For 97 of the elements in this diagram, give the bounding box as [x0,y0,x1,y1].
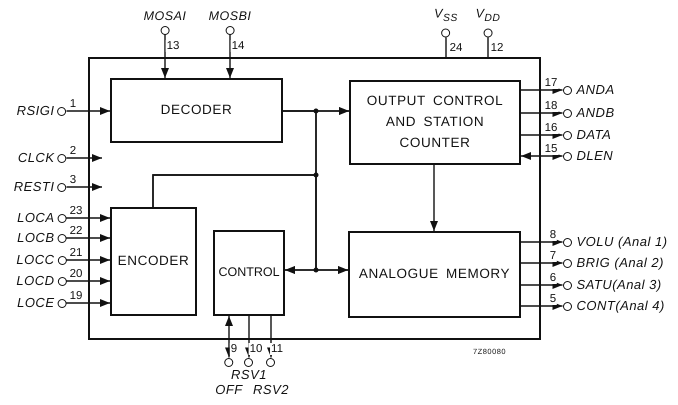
connector-arrow [66,154,102,162]
function-block [213,230,285,316]
block-label: DECODER [160,101,232,120]
connector-arrow [267,316,275,358]
pin-terminal [562,83,615,97]
pin-name: LOCC [16,253,54,267]
pin-number: 18 [544,100,558,112]
pin-number: 24 [448,42,464,54]
pin-terminal [14,180,66,194]
pin-name: VOLU (Anal 1) [576,235,668,249]
pin-terminal [17,211,66,225]
block-label: OUTPUT CONTROL AND STATION COUNTER [366,92,504,152]
pin-number: 1 [68,98,78,110]
pin-number: 10 [248,343,264,355]
pin-terminal [208,8,252,34]
pin-terminal [562,106,615,120]
connector-arrow [161,34,169,78]
pin-name: RESTI [14,180,54,194]
connector-arrow [521,238,562,246]
pin-number: 6 [548,272,558,284]
function-block [348,231,521,318]
connector-arrow [66,214,110,222]
pin-terminal [16,104,66,118]
pin-terminal [16,253,66,267]
chip-outline [88,57,541,340]
pin-name: CLCK [18,151,54,165]
block-label: CONTROL [218,264,280,282]
connector-arrow [521,302,562,310]
pin-name: ANDA [576,83,615,97]
pin-terminal [18,151,66,165]
pin-number: 17 [544,77,558,89]
pin-name: LOCA [17,211,54,225]
pin-number: 19 [68,290,84,302]
connector-arrow [66,277,110,285]
connector-arrow [66,234,110,242]
connector-arrow [226,34,234,78]
connector-arrow [225,316,233,358]
pin-name: MOSAI [144,8,186,22]
function-block [110,207,197,316]
pin-number: 11 [270,343,284,355]
pin-terminal [17,231,66,245]
pin-number: 15 [544,143,558,155]
pin-number: 5 [548,293,558,305]
connector-arrow [521,152,562,160]
pin-terminal [17,296,66,310]
pin-name: RSV2 [253,382,289,396]
pin-name: RSV1 [231,368,267,382]
function-block [349,80,521,165]
connector-arrow [521,109,562,117]
pin-terminal [16,274,66,288]
pin-terminal [144,8,186,34]
connector-arrow [66,299,110,307]
block-label: ENCODER [118,252,190,270]
pin-name: OFF [215,382,243,396]
pin-number: 16 [544,122,558,134]
pin-number: 21 [68,247,84,259]
pin-terminal [562,149,614,163]
pin-number: 23 [68,205,84,217]
connector-arrow [245,316,253,358]
pin-number: 13 [166,40,180,52]
function-block [110,78,283,143]
pin-number: 7 [548,250,558,262]
pin-number: 20 [68,268,84,280]
pin-name: LOCB [17,231,54,245]
pin-name: CONT(Anal 4) [576,299,665,313]
connector-arrow [521,281,562,289]
pin-name: DLEN [576,149,614,163]
pin-name: DATA [576,128,612,142]
connector-arrow [66,183,102,191]
pin-name: MOSBI [208,8,252,22]
connector-arrow [521,131,562,139]
connector-arrow [521,86,562,94]
pin-number: 3 [68,174,78,186]
connector-arrow [66,107,110,115]
pin-number: 22 [68,225,84,237]
pin-name: V$_{DD}$ [476,6,500,26]
pin-number: 14 [230,40,246,52]
pin-name: LOCD [16,274,54,288]
pin-terminal [476,6,500,38]
pin-name: SATU(Anal 3) [576,278,662,292]
pin-number: 2 [68,145,78,157]
pin-name: RSIGI [16,104,54,118]
pin-terminal [231,358,267,382]
pin-terminal [434,6,458,38]
connector-arrow [66,256,110,264]
pin-number: 8 [548,229,558,241]
connector-arrow [430,165,438,231]
pin-name: V$_{SS}$ [434,6,458,26]
pin-terminal [562,128,612,142]
connector-arrow [152,174,348,274]
pin-number: 9 [230,343,238,355]
pin-number: 12 [490,42,504,54]
pin-name: ANDB [576,106,615,120]
pin-name: BRIG (Anal 2) [576,256,664,270]
connector-arrow [521,259,562,267]
pin-name: LOCE [17,296,54,310]
block-label: ANALOGUE MEMORY [358,265,510,284]
